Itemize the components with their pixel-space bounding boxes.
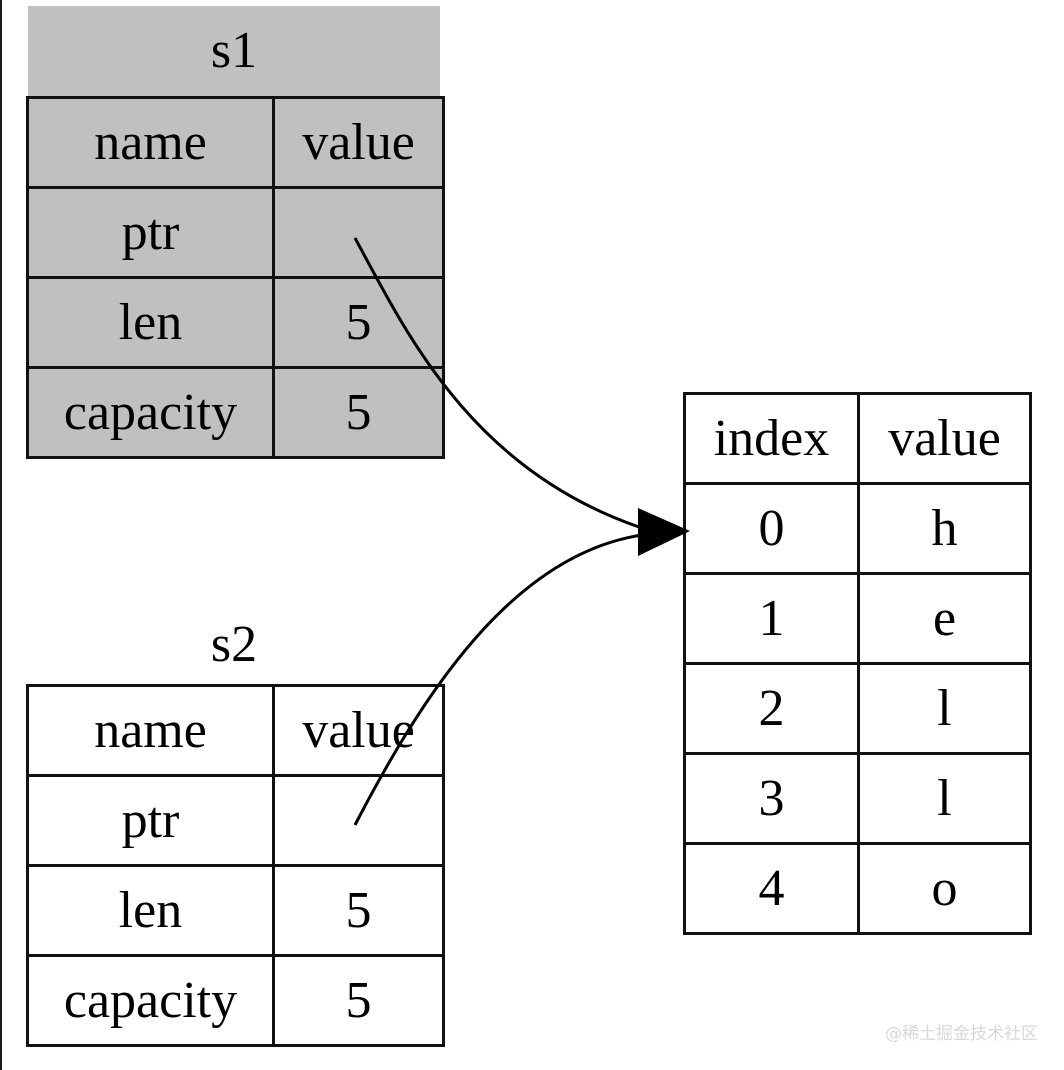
s1-table: name value ptr len 5 capacity 5	[26, 96, 445, 459]
heap-index-2: 2	[683, 662, 860, 755]
s1-capacity-name: capacity	[26, 366, 275, 459]
s1-header-value: value	[272, 96, 445, 189]
heap-table: index value 0 h 1 e 2 l 3 l 4 o	[683, 392, 1032, 935]
heap-index-1: 1	[683, 572, 860, 665]
s1-header-name: name	[26, 96, 275, 189]
s2-ptr-value	[272, 774, 445, 867]
s1-capacity-value: 5	[272, 366, 445, 459]
s2-capacity-name: capacity	[26, 954, 275, 1047]
heap-row-3: 3 l	[683, 752, 1032, 845]
s2-row-len: len 5	[26, 864, 445, 957]
s1-ptr-name: ptr	[26, 186, 275, 279]
s2-title: s2	[210, 616, 258, 673]
s1-header-row: name value	[26, 96, 445, 189]
s1-row-len: len 5	[26, 276, 445, 369]
heap-row-2: 2 l	[683, 662, 1032, 755]
heap-value-1: e	[857, 572, 1032, 665]
watermark: @稀土掘金技术社区	[885, 1024, 1038, 1044]
heap-value-4: o	[857, 842, 1032, 935]
heap-index-4: 4	[683, 842, 860, 935]
heap-header-value: value	[857, 392, 1032, 485]
s2-table: name value ptr len 5 capacity 5	[26, 684, 445, 1047]
left-border-line	[0, 0, 2, 1070]
s2-header-name: name	[26, 684, 275, 777]
heap-value-2: l	[857, 662, 1032, 755]
s2-capacity-value: 5	[272, 954, 445, 1047]
s2-header-row: name value	[26, 684, 445, 777]
heap-row-4: 4 o	[683, 842, 1032, 935]
heap-row-1: 1 e	[683, 572, 1032, 665]
s1-ptr-value	[272, 186, 445, 279]
s2-header-value: value	[272, 684, 445, 777]
heap-value-3: l	[857, 752, 1032, 845]
s1-len-name: len	[26, 276, 275, 369]
s2-ptr-name: ptr	[26, 774, 275, 867]
s2-row-capacity: capacity 5	[26, 954, 445, 1047]
heap-row-0: 0 h	[683, 482, 1032, 575]
heap-index-0: 0	[683, 482, 860, 575]
s1-title: s1	[28, 6, 440, 96]
s2-row-ptr: ptr	[26, 774, 445, 867]
heap-header-row: index value	[683, 392, 1032, 485]
s1-row-capacity: capacity 5	[26, 366, 445, 459]
s1-row-ptr: ptr	[26, 186, 445, 279]
heap-index-3: 3	[683, 752, 860, 845]
heap-header-index: index	[683, 392, 860, 485]
heap-value-0: h	[857, 482, 1032, 575]
s2-len-name: len	[26, 864, 275, 957]
s2-len-value: 5	[272, 864, 445, 957]
s1-len-value: 5	[272, 276, 445, 369]
